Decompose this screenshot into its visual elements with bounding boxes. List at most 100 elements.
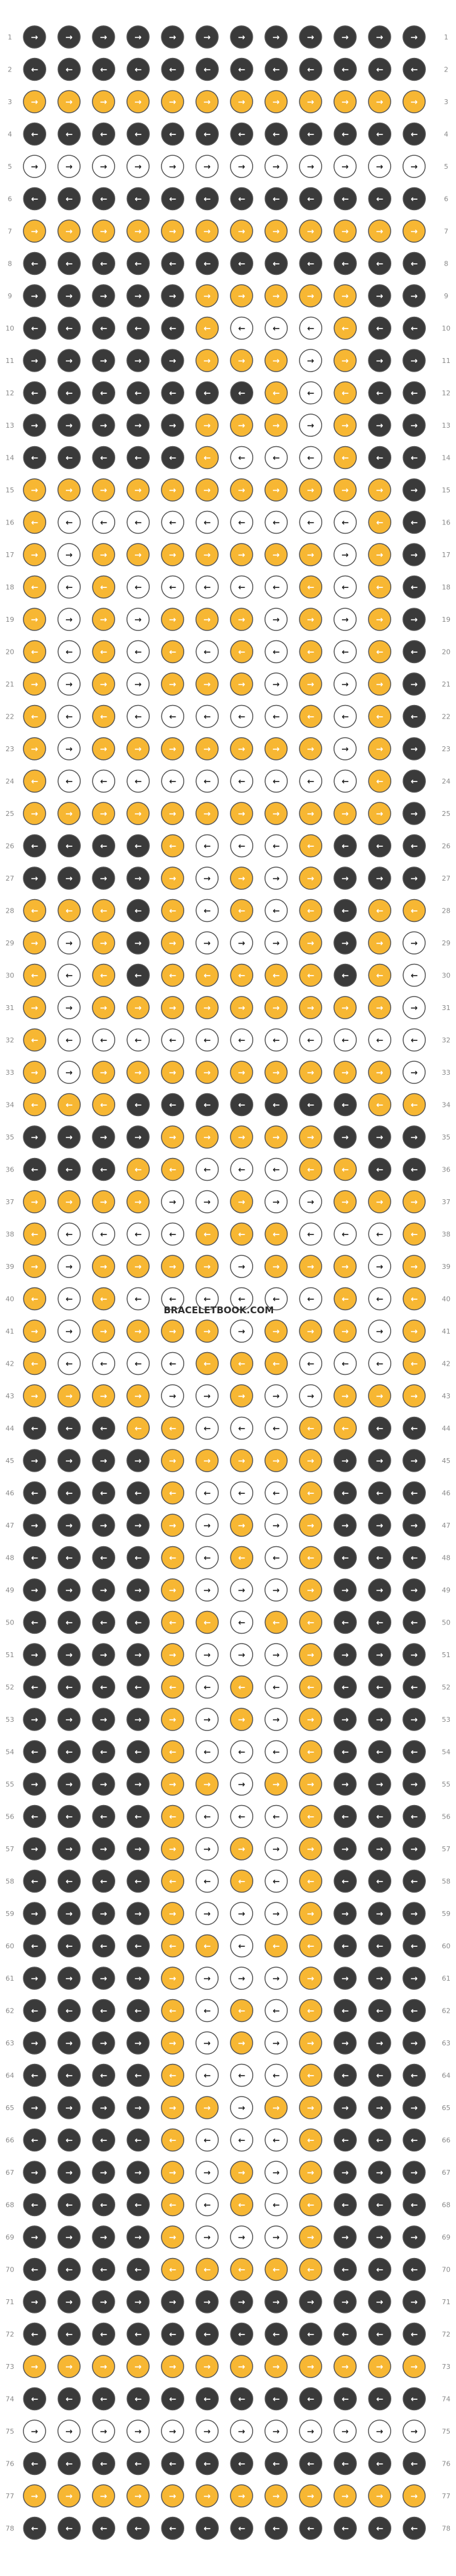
knot-circle <box>402 155 426 178</box>
knot-circle <box>333 219 357 243</box>
knot-arrow-icon: ← <box>169 259 176 269</box>
row-number-left: 14 <box>6 454 14 462</box>
knot-circle <box>333 2452 357 2476</box>
knot: → <box>368 1061 391 1084</box>
knot-arrow-icon: → <box>410 2362 418 2372</box>
row-number-right: 18 <box>442 584 450 592</box>
knot-circle <box>368 316 391 340</box>
knot: ← <box>264 251 288 275</box>
knot-arrow-icon: ← <box>169 454 176 463</box>
knot-circle <box>92 1449 115 1472</box>
knot-circle <box>368 2290 391 2313</box>
knot: → <box>57 672 81 696</box>
knot-circle <box>299 1804 322 1828</box>
knot: → <box>402 672 426 696</box>
knot-circle <box>57 284 81 308</box>
knot: → <box>23 1967 46 1990</box>
row-number-right: 70 <box>442 2266 450 2274</box>
knot-circle <box>299 931 322 955</box>
knot-arrow-icon: ← <box>410 777 418 787</box>
row-number-left: 64 <box>6 2072 14 2080</box>
knot: ← <box>402 251 426 275</box>
knot-circle <box>402 2355 426 2378</box>
knot-circle <box>368 1061 391 1084</box>
knot-circle <box>333 1384 357 1408</box>
knot-arrow-icon: → <box>341 162 349 172</box>
knot-circle <box>57 1740 81 1764</box>
knot: ← <box>264 899 288 923</box>
row-number-right: 5 <box>444 163 449 171</box>
knot-arrow-icon: ← <box>65 518 73 528</box>
knot: ← <box>368 2257 391 2281</box>
knot-circle <box>195 446 219 470</box>
knot: ← <box>126 1351 150 1376</box>
knot: ← <box>126 1028 150 1052</box>
knot: ← <box>57 704 81 728</box>
knot-circle <box>23 284 46 308</box>
knot-arrow-icon: ← <box>203 2201 211 2211</box>
knot-arrow-icon: ← <box>31 1683 38 1693</box>
knot: → <box>264 1384 288 1408</box>
knot: ← <box>264 1157 288 1181</box>
knot-arrow-icon: → <box>238 1650 245 1660</box>
knot: ← <box>264 1351 288 1376</box>
knot: ← <box>368 2387 391 2411</box>
knot-circle <box>92 899 115 923</box>
knot-circle <box>23 1902 46 1925</box>
row-number-left: 24 <box>6 778 14 786</box>
knot-circle <box>57 996 81 1019</box>
knot: ← <box>402 1351 426 1376</box>
knot-circle <box>126 1319 150 1343</box>
knot-arrow-icon: ← <box>272 1101 280 1111</box>
knot: ← <box>402 1804 426 1828</box>
knot: ← <box>333 122 357 146</box>
knot-arrow-icon: ← <box>65 195 73 205</box>
knot-circle <box>126 2096 150 2119</box>
knot: → <box>57 996 81 1019</box>
knot: → <box>368 1319 391 1343</box>
knot-circle <box>402 2290 426 2313</box>
knot-arrow-icon: ← <box>410 1942 418 1952</box>
knot-circle <box>230 2063 253 2087</box>
knot-arrow-icon: ← <box>410 130 418 140</box>
knot-arrow-icon: ← <box>307 2395 314 2405</box>
row-number-left: 9 <box>8 292 12 300</box>
knot-circle <box>195 640 219 664</box>
knot-arrow-icon: → <box>272 2039 280 2048</box>
knot: → <box>230 543 253 566</box>
knot-circle <box>299 1643 322 1666</box>
knot: → <box>195 1514 219 1537</box>
knot-arrow-icon: → <box>410 1909 418 1919</box>
knot-arrow-icon: → <box>65 744 73 754</box>
knot: → <box>264 543 288 566</box>
row-number-right: 9 <box>444 292 449 300</box>
knot: → <box>23 2419 46 2443</box>
row-number-left: 41 <box>6 1327 14 1335</box>
knot-arrow-icon: → <box>203 291 211 301</box>
knot-arrow-icon: → <box>169 1262 176 1272</box>
knot-arrow-icon: → <box>65 1974 73 1984</box>
row-number-right: 54 <box>442 1748 450 1756</box>
knot: → <box>92 1449 115 1472</box>
row-number-right: 30 <box>442 972 450 980</box>
knot-arrow-icon: → <box>203 550 211 560</box>
knot-arrow-icon: → <box>376 1197 383 1207</box>
knot: ← <box>57 2128 81 2152</box>
knot: → <box>161 1319 184 1343</box>
knot-circle <box>126 381 150 405</box>
knot-arrow-icon: → <box>169 2427 176 2437</box>
knot: ← <box>299 446 322 470</box>
knot-circle <box>368 1675 391 1699</box>
knot-circle <box>402 931 426 955</box>
knot-circle <box>195 802 219 825</box>
knot: → <box>23 2096 46 2119</box>
knot-arrow-icon: → <box>307 2039 314 2048</box>
knot-circle <box>57 1675 81 1699</box>
knot-circle <box>92 2484 115 2508</box>
knot-circle <box>195 963 219 987</box>
knot-arrow-icon: ← <box>341 842 349 852</box>
knot-circle <box>264 2128 288 2152</box>
knot-circle <box>126 187 150 211</box>
row-number-right: 24 <box>442 778 450 786</box>
knot: ← <box>195 1999 219 2023</box>
